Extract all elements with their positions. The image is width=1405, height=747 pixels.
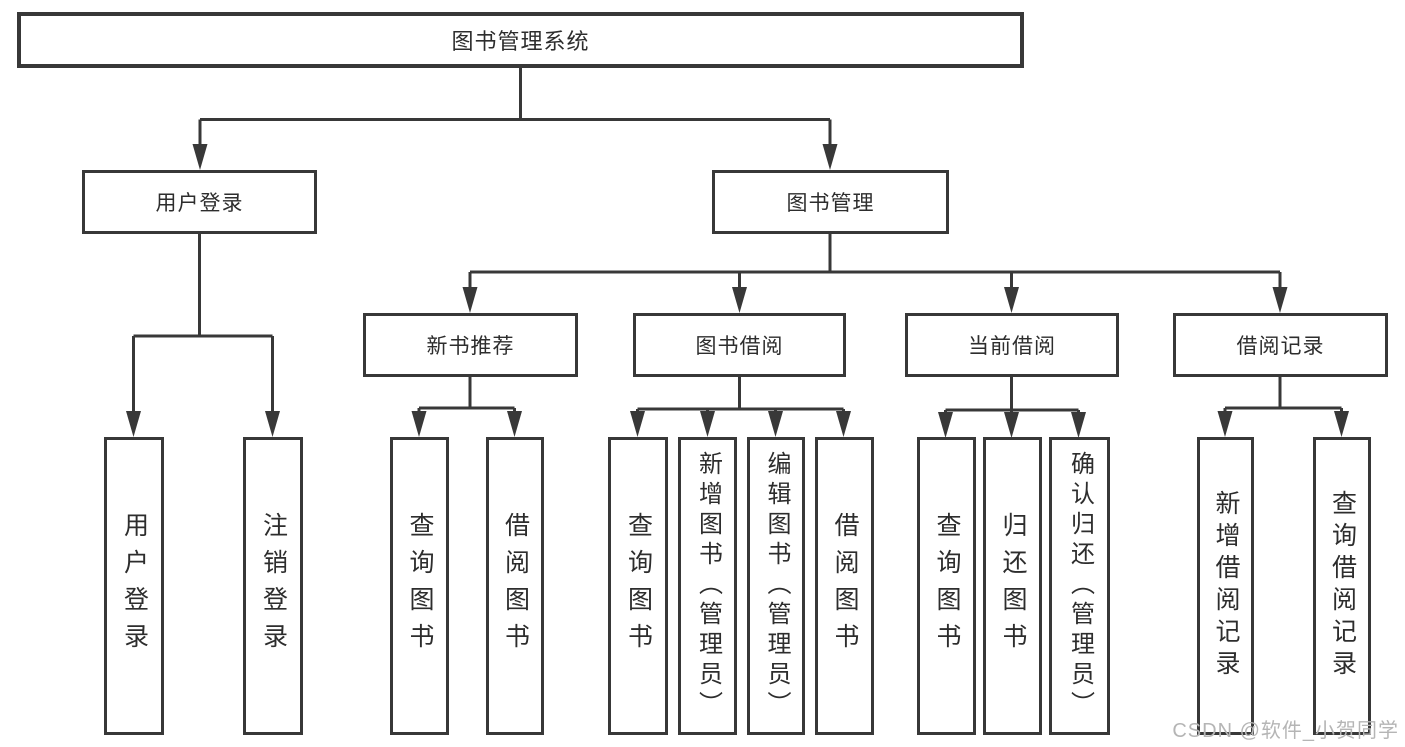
leaf-label: 查询图书 [933,512,961,660]
node-label: 当前借阅 [968,335,1056,358]
leaf-borrow-books-recommend: 借阅图书 [486,437,544,735]
leaf-confirm-return-admin: 确认归还（管理员） [1049,437,1110,735]
leaf-label: 查询图书 [624,512,653,660]
node-new-book-recommend: 新书推荐 [363,313,578,377]
node-label: 新书推荐 [426,335,515,358]
leaf-label: 借阅图书 [831,512,859,660]
leaf-user-login: 用户登录 [104,437,164,735]
leaf-label: 新增图书（管理员） [694,451,722,721]
node-label: 借阅记录 [1236,335,1325,358]
leaf-query-books-recommend: 查询图书 [390,437,449,735]
leaf-add-books-admin: 新增图书（管理员） [678,437,737,735]
node-book-management: 图书管理 [712,170,949,234]
node-label: 图书管理 [786,192,875,215]
leaf-logout: 注销登录 [243,437,303,735]
leaf-label: 查询图书 [406,512,434,660]
leaf-label: 借阅图书 [501,512,530,660]
leaf-label: 归还图书 [999,512,1027,660]
leaf-label: 编辑图书（管理员） [763,451,790,721]
leaf-return-books: 归还图书 [983,437,1042,735]
node-user-login: 用户登录 [82,170,317,234]
leaf-add-borrow-record: 新增借阅记录 [1197,437,1254,735]
leaf-label: 确认归还（管理员） [1066,451,1094,721]
node-library-management-system: 图书管理系统 [17,12,1024,68]
leaf-query-books-current: 查询图书 [917,437,976,735]
node-label: 用户登录 [155,192,244,215]
node-borrowing-records: 借阅记录 [1173,313,1388,377]
node-label: 图书管理系统 [451,29,590,54]
node-current-borrowing: 当前借阅 [905,313,1119,377]
leaf-label: 查询借阅记录 [1328,490,1357,682]
leaf-label: 用户登录 [120,512,149,660]
csdn-watermark: CSDN @软件_小贺同学 [1172,720,1399,742]
leaf-edit-books-admin: 编辑图书（管理员） [747,437,805,735]
leaf-label: 新增借阅记录 [1212,490,1240,682]
node-label: 图书借阅 [695,335,784,358]
leaf-borrow-books: 借阅图书 [815,437,874,735]
leaf-query-books-borrow: 查询图书 [608,437,668,735]
node-book-borrowing: 图书借阅 [633,313,846,377]
leaf-label: 注销登录 [259,512,288,660]
leaf-query-borrow-record: 查询借阅记录 [1313,437,1371,735]
